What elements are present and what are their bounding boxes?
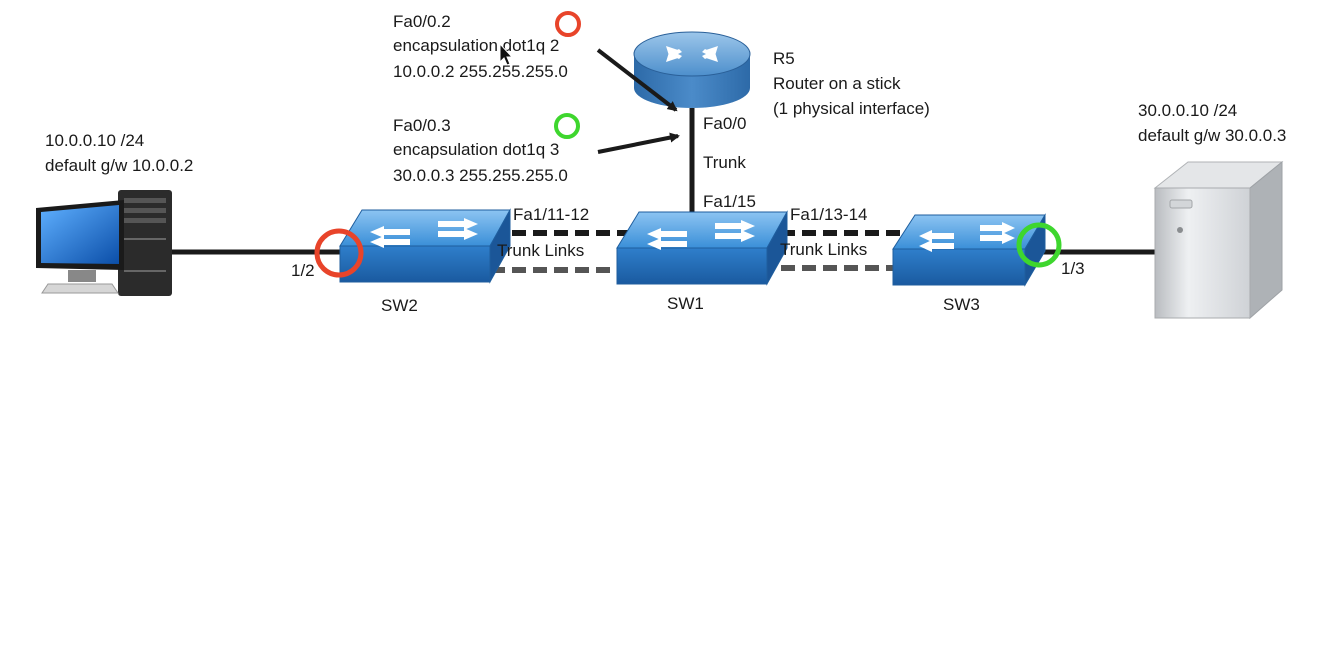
switch-sw3[interactable] bbox=[892, 213, 1046, 287]
sw2-port-marker-circle bbox=[314, 228, 364, 278]
sw3-port-marker-circle bbox=[1016, 222, 1062, 268]
subinterface-3-ip: 30.0.0.3 255.255.255.0 bbox=[393, 166, 568, 185]
switch-arrows-icon bbox=[919, 222, 1015, 252]
subinterface-3-encapsulation: encapsulation dot1q 3 bbox=[393, 140, 559, 159]
sw1-sw3-trunk-label: Trunk Links bbox=[780, 240, 867, 259]
server-ip-label: 30.0.0.10 /24 bbox=[1138, 101, 1237, 120]
sw2-sw1-trunk-label: Trunk Links bbox=[497, 241, 584, 260]
mouse-cursor-icon bbox=[499, 42, 514, 66]
sw3-access-port-label: 1/3 bbox=[1061, 259, 1085, 278]
router-note: (1 physical interface) bbox=[773, 99, 930, 118]
router-arrows-icon bbox=[666, 46, 718, 62]
sw3-name: SW3 bbox=[943, 295, 980, 314]
subinterface-2-ip: 10.0.0.2 255.255.255.0 bbox=[393, 62, 568, 81]
switch-arrows-icon bbox=[370, 218, 478, 248]
sw2-sw1-ports-label: Fa1/11-12 bbox=[513, 205, 589, 224]
switch-sw2[interactable] bbox=[339, 208, 511, 284]
sw1-uplink-port-label: Fa1/15 bbox=[703, 192, 756, 211]
sw1-sw3-ports-label: Fa1/13-14 bbox=[790, 205, 868, 224]
pc-ip-label: 10.0.0.10 /24 bbox=[45, 131, 144, 150]
sw2-name: SW2 bbox=[381, 296, 418, 315]
server-icon[interactable] bbox=[1153, 160, 1284, 320]
trunk-label: Trunk bbox=[703, 153, 746, 172]
switch-arrows-icon bbox=[647, 220, 755, 250]
arrow-subinterface-2 bbox=[596, 48, 678, 112]
sw1-name: SW1 bbox=[667, 294, 704, 313]
pc-gateway-label: default g/w 10.0.0.2 bbox=[45, 156, 193, 175]
router-description: Router on a stick bbox=[773, 74, 901, 93]
vlan2-marker-circle bbox=[555, 11, 581, 37]
subinterface-2-encapsulation: encapsulation dot1q 2 bbox=[393, 36, 559, 55]
subinterface-3-name: Fa0/0.3 bbox=[393, 116, 451, 135]
router-interface-label: Fa0/0 bbox=[703, 114, 746, 133]
router-name: R5 bbox=[773, 49, 795, 68]
desktop-pc-icon[interactable] bbox=[36, 190, 172, 296]
switch-sw1[interactable] bbox=[616, 210, 788, 286]
sw2-access-port-label: 1/2 bbox=[291, 261, 315, 280]
server-gateway-label: default g/w 30.0.0.3 bbox=[1138, 126, 1286, 145]
vlan3-marker-circle bbox=[554, 113, 580, 139]
subinterface-2-name: Fa0/0.2 bbox=[393, 12, 451, 31]
router-r5[interactable] bbox=[633, 31, 751, 108]
arrow-subinterface-3 bbox=[597, 132, 680, 154]
